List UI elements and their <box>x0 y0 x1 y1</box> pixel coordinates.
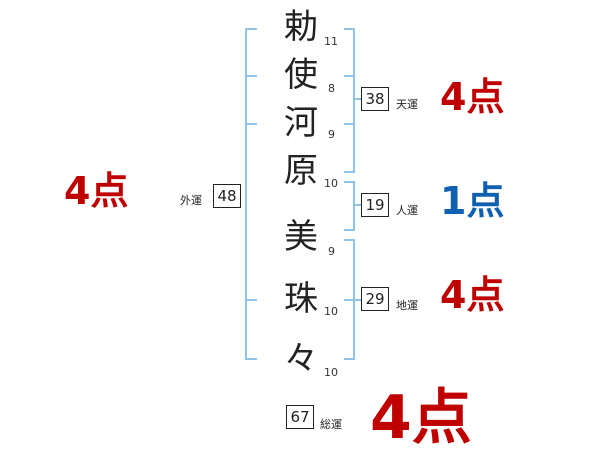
jinun-value: 19 <box>361 193 389 217</box>
name-char: 勅 <box>284 7 318 47</box>
gaiun-label: 外運 <box>180 194 202 207</box>
souun-value: 67 <box>286 405 314 429</box>
stroke-count: 9 <box>328 245 335 258</box>
name-char: 珠 <box>284 279 318 319</box>
name-char: 原 <box>284 151 318 191</box>
tenun-value: 38 <box>361 87 389 111</box>
jinun-label: 人運 <box>396 204 418 217</box>
name-char: 美 <box>284 217 318 257</box>
stroke-count: 8 <box>328 82 335 95</box>
souun-score: 4点 <box>370 383 472 453</box>
chiun-value: 29 <box>361 287 389 311</box>
souun-label: 総運 <box>320 418 342 431</box>
chiun-score: 4点 <box>440 273 505 317</box>
name-char: 々 <box>284 339 318 379</box>
name-char: 河 <box>284 103 318 143</box>
name-char: 使 <box>284 55 318 95</box>
stroke-count: 10 <box>324 305 338 318</box>
stroke-count: 11 <box>324 35 338 48</box>
gaiun-score: 4点 <box>64 169 129 213</box>
stroke-count: 10 <box>324 366 338 379</box>
tenun-score: 4点 <box>440 75 505 119</box>
gaiun-value: 48 <box>213 184 241 208</box>
stroke-count: 9 <box>328 128 335 141</box>
jinun-score: 1点 <box>440 179 505 223</box>
chiun-label: 地運 <box>396 299 418 312</box>
tenun-label: 天運 <box>396 98 418 111</box>
stroke-count: 10 <box>324 177 338 190</box>
